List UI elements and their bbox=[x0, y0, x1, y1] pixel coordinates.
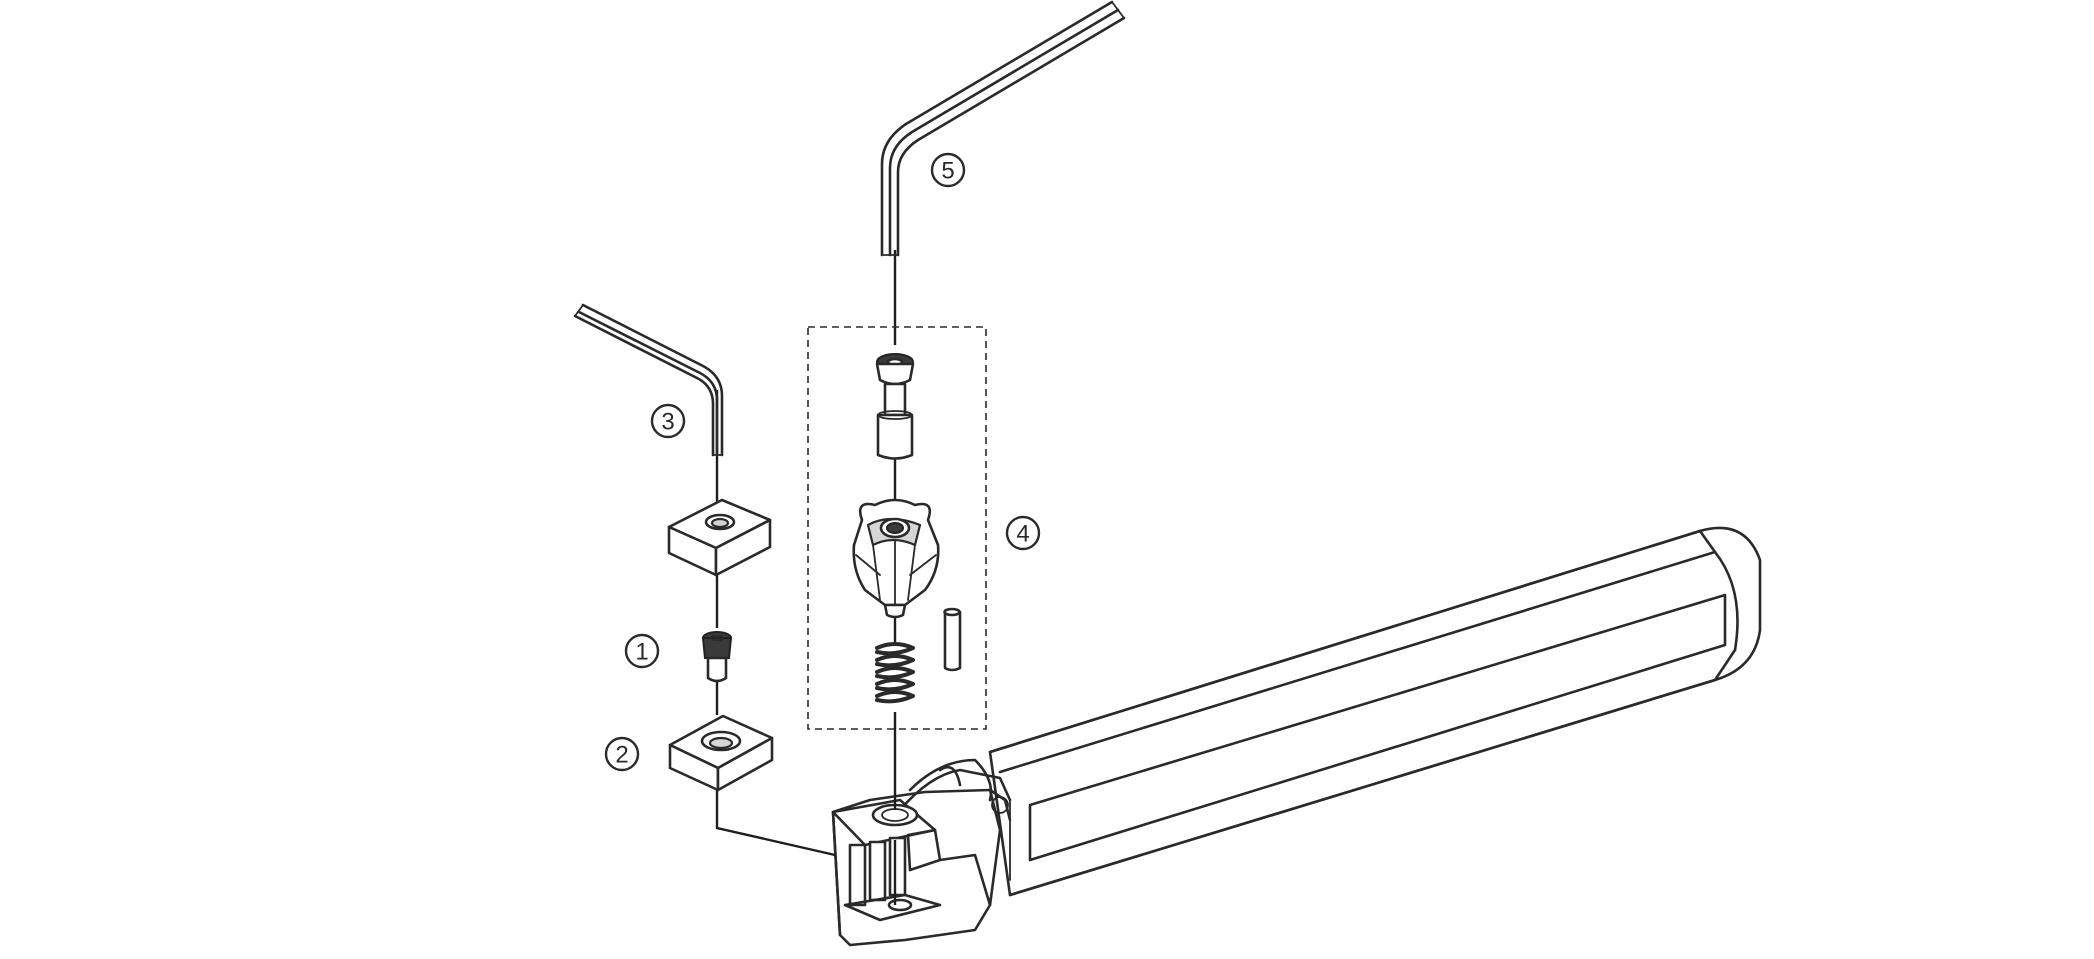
callout-1: 1 bbox=[624, 633, 660, 669]
clamp-pin bbox=[875, 353, 915, 460]
hex-key-large bbox=[880, 0, 1126, 257]
callout-4: 4 bbox=[1005, 515, 1041, 551]
clamp bbox=[852, 498, 940, 619]
hex-key-small bbox=[573, 303, 724, 457]
screw bbox=[701, 631, 733, 683]
boring-bar bbox=[988, 526, 1762, 897]
insert-top bbox=[667, 498, 772, 577]
svg-text:1: 1 bbox=[635, 639, 648, 666]
svg-text:3: 3 bbox=[661, 409, 674, 436]
callout-5: 5 bbox=[930, 152, 966, 188]
callout-3: 3 bbox=[650, 403, 686, 439]
svg-text:2: 2 bbox=[615, 742, 628, 769]
svg-text:4: 4 bbox=[1016, 521, 1029, 548]
tool-head bbox=[831, 758, 1012, 947]
spring bbox=[875, 642, 915, 704]
svg-text:5: 5 bbox=[941, 158, 954, 185]
clamp-kit-box bbox=[807, 326, 987, 730]
dowel-pin bbox=[943, 607, 962, 672]
callout-2: 2 bbox=[604, 736, 640, 772]
shim bbox=[668, 714, 774, 792]
